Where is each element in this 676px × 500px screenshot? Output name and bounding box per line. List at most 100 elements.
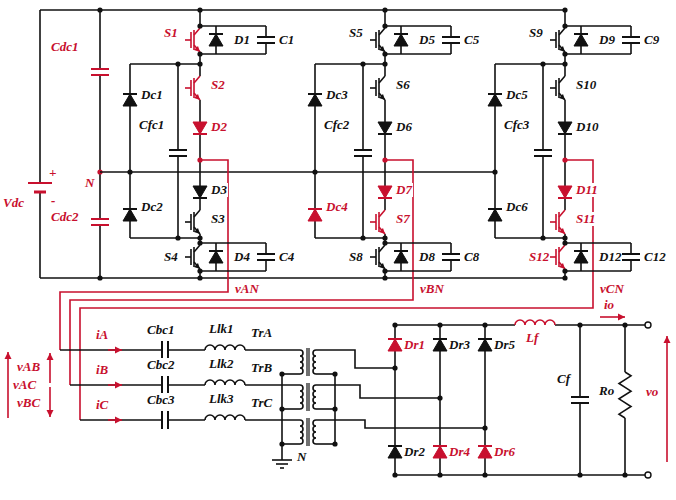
junction-dot: [197, 157, 202, 162]
switch-arrow: [194, 46, 200, 52]
arrow-head: [618, 314, 625, 321]
switch-arrow: [379, 94, 385, 100]
wire: [40, 9, 565, 11]
wire: [316, 443, 335, 445]
diode-bar: [123, 208, 137, 210]
component-label: D11: [575, 183, 599, 197]
arrow-head: [115, 347, 122, 354]
capacitor-plate: [161, 411, 163, 429]
component-label: S7: [395, 212, 411, 226]
wire: [70, 160, 413, 385]
diode-symbol: [433, 339, 447, 351]
capacitor-plate: [167, 341, 169, 359]
component-label: Dc2: [140, 200, 164, 214]
wire: [395, 474, 645, 476]
wire: [80, 160, 593, 420]
transformer-core: [308, 418, 309, 446]
wire: [316, 385, 440, 398]
component-label: N: [84, 176, 95, 190]
wire: [99, 10, 101, 278]
junction-dot: [197, 235, 202, 240]
inductor-symbol: [515, 320, 555, 325]
diode-bar: [394, 33, 408, 35]
component-label: D3: [210, 183, 228, 197]
diode-symbol: [308, 94, 322, 106]
wire: [316, 420, 485, 428]
component-label: iA: [95, 328, 109, 342]
wire: [194, 45, 200, 52]
component-label: S5: [348, 26, 364, 40]
wire: [559, 28, 565, 35]
wire: [200, 270, 266, 272]
capacitor-plate: [91, 218, 109, 220]
diode-bar: [193, 133, 207, 135]
wire: [130, 237, 200, 239]
capacitor-plate: [169, 149, 187, 151]
junction-dot: [382, 275, 387, 280]
component-label: Cfc1: [138, 118, 165, 132]
wire: [378, 30, 380, 50]
resistor-symbol: [619, 372, 631, 418]
wire: [559, 76, 565, 83]
diode-bar: [378, 197, 392, 199]
component-label: S9: [528, 26, 544, 40]
wire: [385, 53, 451, 55]
wire: [495, 63, 565, 65]
component-label: vo: [645, 385, 659, 399]
diode-symbol: [193, 186, 207, 198]
junction-dot: [492, 169, 497, 174]
switch-arrow: [379, 46, 385, 52]
diode-bar: [123, 93, 137, 95]
diode-bar: [378, 133, 392, 135]
component-label: Dr6: [493, 445, 516, 459]
diode-symbol: [433, 446, 447, 458]
wire: [185, 39, 191, 41]
arrow-head: [5, 352, 12, 359]
capacitor-plate: [257, 42, 275, 44]
component-label: C5: [463, 33, 480, 47]
wire: [379, 45, 385, 52]
junction-dot: [392, 365, 397, 370]
wire: [193, 78, 195, 98]
junction-dot: [562, 61, 567, 66]
battery-plate: [28, 182, 52, 184]
diode-symbol: [123, 94, 137, 106]
wire: [315, 63, 385, 65]
capacitor-plate: [442, 253, 460, 255]
component-label: C4: [278, 250, 295, 264]
wire: [200, 25, 266, 27]
diode-symbol: [574, 251, 588, 263]
wire: [565, 25, 631, 27]
wire: [316, 350, 395, 368]
diode-bar: [558, 133, 572, 135]
component-label: Cdc1: [50, 40, 79, 54]
capacitor-plate: [257, 259, 275, 261]
diode-symbol: [558, 186, 572, 198]
diode-symbol: [394, 251, 408, 263]
component-label: iB: [95, 363, 109, 377]
diode-symbol: [209, 34, 223, 46]
transformer-winding: [300, 420, 303, 444]
component-label: Cfc2: [323, 118, 350, 132]
junction-dot: [562, 157, 567, 162]
switch-arrow: [559, 46, 565, 52]
component-label: S11: [575, 212, 597, 226]
component-label: D1: [233, 33, 251, 47]
wire: [60, 349, 300, 351]
wire: [316, 408, 335, 410]
wire: [558, 212, 560, 232]
switch-arrow: [559, 94, 565, 100]
component-label: C12: [643, 250, 667, 264]
wire: [194, 28, 200, 35]
capacitor-plate: [622, 253, 640, 255]
component-label: Dc3: [325, 88, 349, 102]
arrow-head: [664, 336, 671, 343]
component-label: Lf: [525, 331, 539, 345]
capacitor-plate: [167, 376, 169, 394]
wire: [379, 93, 385, 100]
diode-bar: [193, 197, 207, 199]
component-label: Llk2: [208, 357, 235, 371]
wire: [80, 419, 300, 421]
